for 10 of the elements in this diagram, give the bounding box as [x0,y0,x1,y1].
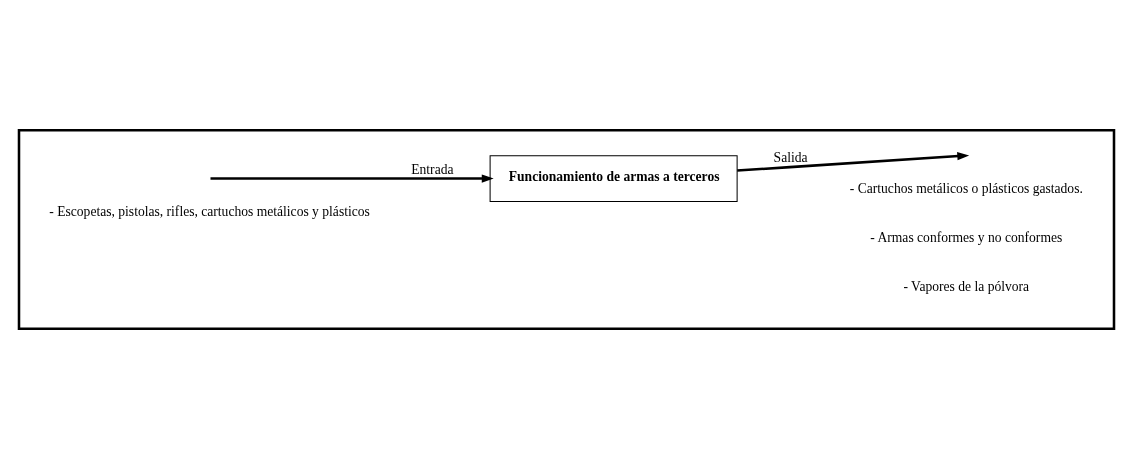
label: - Cartuchos metálicos o plásticos gastados. [849,180,1083,196]
node-box: Funcionamiento de armas a terceros [489,154,738,202]
edge-label: Entrada [411,161,454,177]
arrow [210,173,494,183]
edge-label: Salida [773,149,808,165]
label: - Vapores de la pólvora [903,278,1030,294]
cluster [17,128,1116,330]
label: - Armas conformes y no conformes [870,229,1063,245]
arrow [737,151,970,172]
label: - Escopetas, pistolas, rifles, cartuchos metálicos y plásticos [49,203,370,219]
